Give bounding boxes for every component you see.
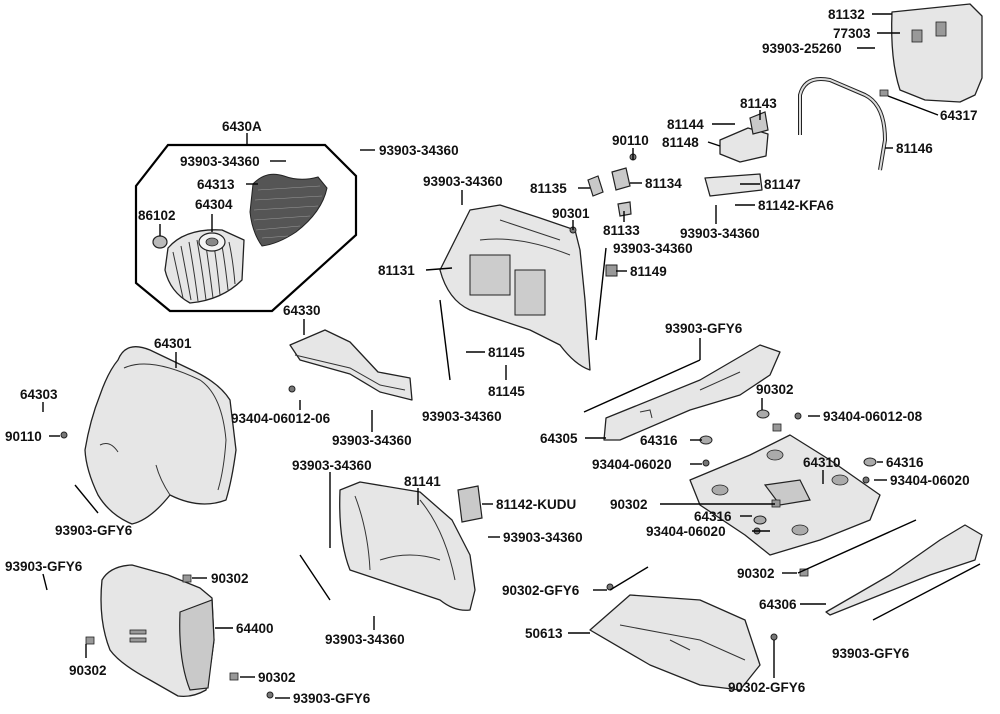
part-81133-clip xyxy=(617,201,632,217)
label-93404-06020: 93404-06020 xyxy=(890,473,970,488)
label-64310: 64310 xyxy=(803,455,841,470)
part-81147-rod xyxy=(704,173,763,197)
part-81143-81148-latch-assembly xyxy=(719,111,769,163)
part-81131-inner-compartment xyxy=(439,204,591,371)
label-81142-KFA6: 81142-KFA6 xyxy=(758,198,834,213)
part-81141-center-tunnel xyxy=(339,481,476,611)
part-64330-lower-panel xyxy=(289,329,413,401)
label-90110: 90110 xyxy=(612,133,649,148)
label-93903-GFY6: 93903-GFY6 xyxy=(832,646,910,661)
label-90301: 90301 xyxy=(552,206,590,221)
label-64313: 64313 xyxy=(197,177,235,192)
label-64305: 64305 xyxy=(540,431,578,446)
label-81145: 81145 xyxy=(488,384,525,399)
label-93903-GFY6: 93903-GFY6 xyxy=(293,691,371,706)
part-labels: 6430A 93903-34360 93903-34360 64313 8610… xyxy=(5,7,978,706)
label-64317: 64317 xyxy=(940,108,978,123)
part-81132-seat-lid xyxy=(891,3,983,103)
label-90302: 90302 xyxy=(737,566,775,581)
label-90302: 90302 xyxy=(610,497,648,512)
label-93903-34360: 93903-34360 xyxy=(292,458,372,473)
label-81147: 81147 xyxy=(764,177,801,192)
label-81143: 81143 xyxy=(740,96,777,111)
label-81148: 81148 xyxy=(662,135,699,150)
part-64306-side-rail xyxy=(825,524,983,616)
label-93903-34360: 93903-34360 xyxy=(422,409,502,424)
label-81131: 81131 xyxy=(378,263,415,278)
label-93404-06012-06: 93404-06012-06 xyxy=(231,411,331,426)
label-90302: 90302 xyxy=(756,382,794,397)
label-81141: 81141 xyxy=(404,474,441,489)
label-50613: 50613 xyxy=(525,626,563,641)
part-64305-side-rail xyxy=(603,344,781,441)
label-86102: 86102 xyxy=(138,208,176,223)
label-64304: 64304 xyxy=(195,197,233,212)
part-86102-emblem xyxy=(152,235,168,249)
label-81149: 81149 xyxy=(630,264,667,279)
label-64303: 64303 xyxy=(20,387,58,402)
label-93903-GFY6: 93903-GFY6 xyxy=(55,523,133,538)
label-93903-34360: 93903-34360 xyxy=(503,530,583,545)
label-81144: 81144 xyxy=(667,117,704,132)
label-90302-GFY6: 90302-GFY6 xyxy=(728,680,806,695)
label-64306: 64306 xyxy=(759,597,797,612)
label-6430A: 6430A xyxy=(222,119,262,134)
label-81145: 81145 xyxy=(488,345,525,360)
label-81134: 81134 xyxy=(645,176,682,191)
part-64313-mesh xyxy=(249,173,328,247)
label-64316: 64316 xyxy=(886,455,924,470)
label-93903-34360: 93903-34360 xyxy=(325,632,405,647)
leader-lines xyxy=(42,13,981,699)
label-93903-GFY6: 93903-GFY6 xyxy=(665,321,743,336)
label-93903-34360: 93903-34360 xyxy=(332,433,412,448)
label-81132: 81132 xyxy=(828,7,865,22)
part-81134-latch xyxy=(611,167,631,191)
part-81149-clip xyxy=(605,264,618,277)
label-90302-GFY6: 90302-GFY6 xyxy=(502,583,580,598)
part-81135-bracket xyxy=(587,175,604,197)
label-93903-34360: 93903-34360 xyxy=(613,241,693,256)
label-93404-06012-08: 93404-06012-08 xyxy=(823,409,923,424)
part-50613-under-tray xyxy=(589,594,761,691)
label-77303: 77303 xyxy=(833,26,871,41)
label-93404-06020: 93404-06020 xyxy=(592,457,672,472)
label-93404-06020: 93404-06020 xyxy=(646,524,726,539)
label-93903-34360: 93903-34360 xyxy=(423,174,503,189)
label-90302: 90302 xyxy=(258,670,296,685)
label-64301: 64301 xyxy=(154,336,192,351)
label-90110: 90110 xyxy=(5,429,42,444)
assembly-frame-6430A xyxy=(134,143,358,313)
part-81142-KUDU-pad xyxy=(457,485,483,523)
part-81146-seal xyxy=(798,77,888,171)
label-81142-KUDU: 81142-KUDU xyxy=(496,497,576,512)
part-64304-front-grille xyxy=(164,229,245,304)
label-81133: 81133 xyxy=(603,223,640,238)
part-64310-floor-frame xyxy=(689,434,881,556)
label-64316: 64316 xyxy=(694,509,732,524)
label-64400: 64400 xyxy=(236,621,274,636)
label-81146: 81146 xyxy=(896,141,933,156)
label-90302: 90302 xyxy=(211,571,249,586)
part-64301-front-shield xyxy=(84,346,237,525)
label-64316: 64316 xyxy=(640,433,678,448)
label-90302: 90302 xyxy=(69,663,107,678)
label-93903-34360: 93903-34360 xyxy=(180,154,260,169)
label-93903-34360: 93903-34360 xyxy=(379,143,459,158)
label-93903-GFY6: 93903-GFY6 xyxy=(5,559,83,574)
label-64330: 64330 xyxy=(283,303,321,318)
label-93903-25260: 93903-25260 xyxy=(762,41,842,56)
label-93903-34360: 93903-34360 xyxy=(680,226,760,241)
part-64400-inner-lower-cover xyxy=(100,564,215,698)
label-81135: 81135 xyxy=(530,181,567,196)
